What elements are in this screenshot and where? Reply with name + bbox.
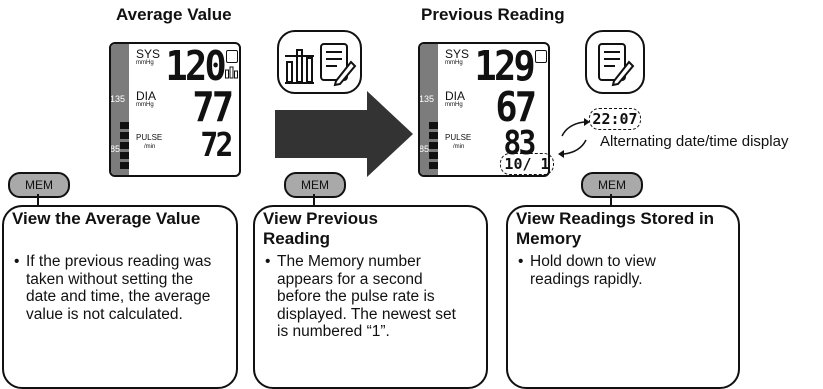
- scale-segment: [120, 122, 129, 129]
- scale-segment: [120, 132, 129, 139]
- connector-lines: [37, 194, 612, 206]
- date-display: 10/ 1: [500, 153, 554, 175]
- box-bullet: Hold down to view readings rapidly.: [518, 253, 718, 288]
- pulse-label: PULSE/min: [136, 133, 163, 150]
- scale-tick-high: 135: [419, 94, 435, 104]
- scale-segment: [429, 162, 438, 169]
- mem-button[interactable]: MEM: [284, 172, 346, 198]
- scale-segment: [429, 152, 438, 159]
- pulse-value: 72: [200, 125, 234, 164]
- memo-pencil-icon: [320, 43, 357, 87]
- scale-tick-low: 85: [419, 144, 430, 154]
- scale-tick-high: 135: [110, 94, 126, 104]
- view-memory-box: View Readings Stored in Memory Hold down…: [506, 205, 740, 389]
- dia-value: 77: [191, 83, 234, 131]
- previous-reading-title: Previous Reading: [421, 5, 565, 24]
- previous-icon-bubble: [585, 30, 645, 94]
- scale-segment: [429, 132, 438, 139]
- scale-tick-low: 85: [110, 144, 121, 154]
- sys-value: 129: [474, 42, 535, 90]
- box-bullet: The Memory number appears for a second b…: [265, 253, 465, 341]
- box-heading: View the Average Value: [12, 209, 201, 228]
- scale-segment: [120, 152, 129, 159]
- alternating-arrows-icon: [558, 118, 590, 158]
- scale-segment: [429, 122, 438, 129]
- memo-icon: [535, 50, 547, 63]
- average-icon-bubble: [277, 30, 362, 94]
- scale-segment: [120, 142, 129, 149]
- average-bars-icon: [285, 49, 314, 84]
- right-arrow-icon: [275, 91, 413, 177]
- box-heading: View Previous Reading: [263, 209, 378, 248]
- average-value-title: Average Value: [116, 5, 232, 24]
- box-heading: View Readings Stored in Memory: [516, 209, 715, 248]
- view-previous-box: View Previous Reading The Memory number …: [253, 205, 488, 389]
- scale-segment: [120, 162, 129, 169]
- alternating-caption: Alternating date/time display: [600, 133, 789, 150]
- box-bullet: If the previous reading was taken withou…: [14, 253, 224, 323]
- scale-segment: [429, 142, 438, 149]
- time-display: 22:07: [589, 108, 641, 130]
- memo-pencil-icon: [598, 43, 635, 87]
- dia-value: 67: [494, 83, 537, 131]
- memo-icon: [226, 50, 238, 63]
- average-mini-icon: [225, 66, 238, 79]
- pulse-label: PULSE/min: [445, 133, 472, 150]
- view-average-box: View the Average Value If the previous r…: [2, 205, 238, 389]
- sys-value: 120: [165, 42, 226, 90]
